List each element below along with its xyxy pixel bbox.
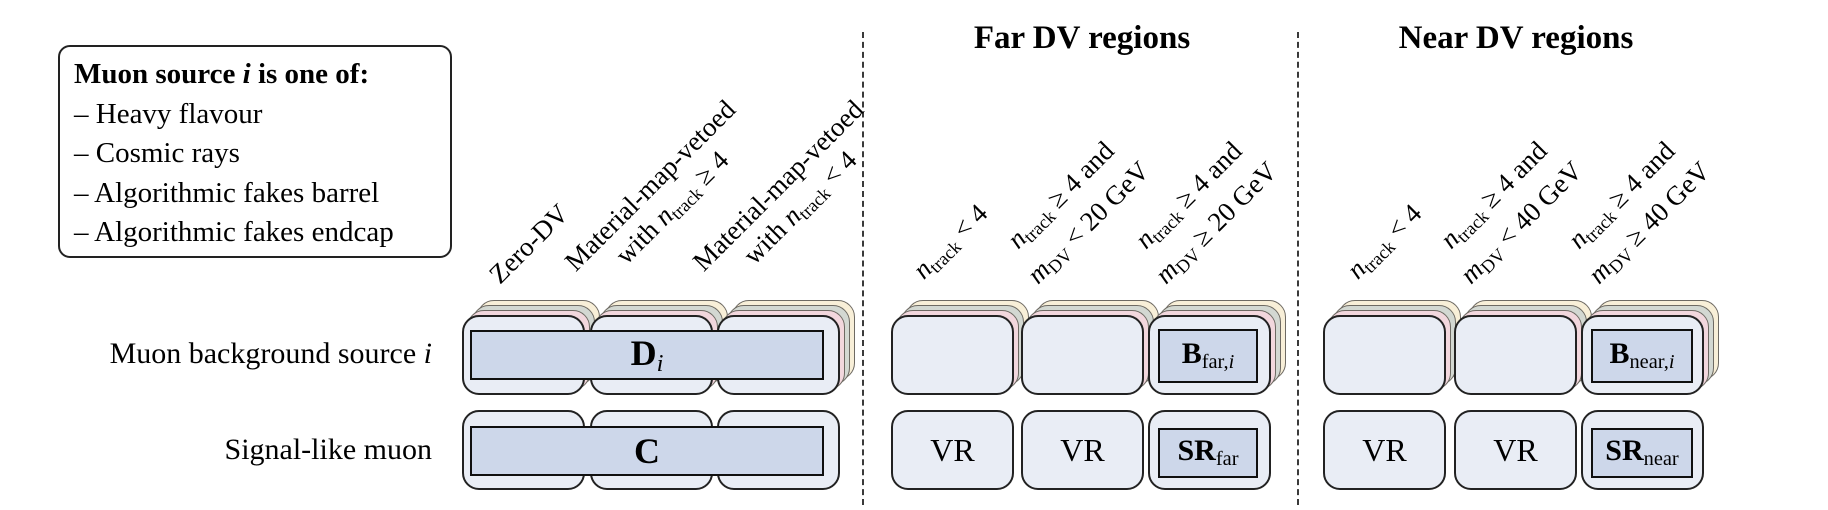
section-title-near-dv: Near DV regions	[1398, 20, 1634, 56]
card	[1454, 315, 1577, 395]
region-box-d: Di	[470, 330, 824, 380]
region-box-sr-far: SRfar	[1158, 428, 1258, 478]
cell-far-mdvlt20-background	[1021, 300, 1159, 395]
row-label-signal-like-muon: Signal-like muon	[224, 433, 432, 466]
column-header-zero-dv: Zero-DV	[483, 198, 575, 290]
cell-far-mdvlt20-signal: VR	[1021, 410, 1144, 490]
column-header-far-ntrk-lt4: ntrack < 4	[906, 198, 994, 285]
separator-line-right	[1297, 32, 1299, 505]
region-box-c: C	[470, 426, 824, 476]
cell-near-mdvlt40-signal: VR	[1454, 410, 1577, 490]
legend-item-heavy-flavour: – Heavy flavour	[74, 97, 263, 130]
cell-near-lt4-background	[1323, 300, 1461, 395]
vr-label: VR	[1021, 410, 1144, 490]
cell-near-mdvlt40-background	[1454, 300, 1592, 395]
region-box-b-near: Bnear,i	[1591, 329, 1693, 383]
column-header-near-ntrk-lt4: ntrack < 4	[1340, 198, 1428, 285]
card	[1021, 315, 1144, 395]
vr-label: VR	[1323, 410, 1446, 490]
legend-item-fakes-barrel: – Algorithmic fakes barrel	[74, 176, 380, 209]
legend-title: Muon source i is one of:	[74, 58, 370, 90]
legend-item-fakes-endcap: – Algorithmic fakes endcap	[74, 216, 394, 248]
vr-label: VR	[891, 410, 1014, 490]
row-label-muon-background: Muon background source i	[109, 337, 432, 370]
vr-label: VR	[1454, 410, 1577, 490]
region-box-b-far: Bfar,i	[1158, 329, 1258, 383]
legend-item-cosmic-rays: – Cosmic rays	[74, 137, 240, 169]
section-title-far-dv: Far DV regions	[973, 20, 1191, 56]
region-box-sr-near: SRnear	[1591, 428, 1693, 478]
separator-line-left	[862, 32, 864, 505]
cell-far-lt4-signal: VR	[891, 410, 1014, 490]
cell-far-lt4-background	[891, 300, 1029, 395]
card	[1323, 315, 1446, 395]
legend-box: Muon source i is one of: – Heavy flavour…	[58, 45, 452, 258]
cell-near-lt4-signal: VR	[1323, 410, 1446, 490]
card	[891, 315, 1014, 395]
